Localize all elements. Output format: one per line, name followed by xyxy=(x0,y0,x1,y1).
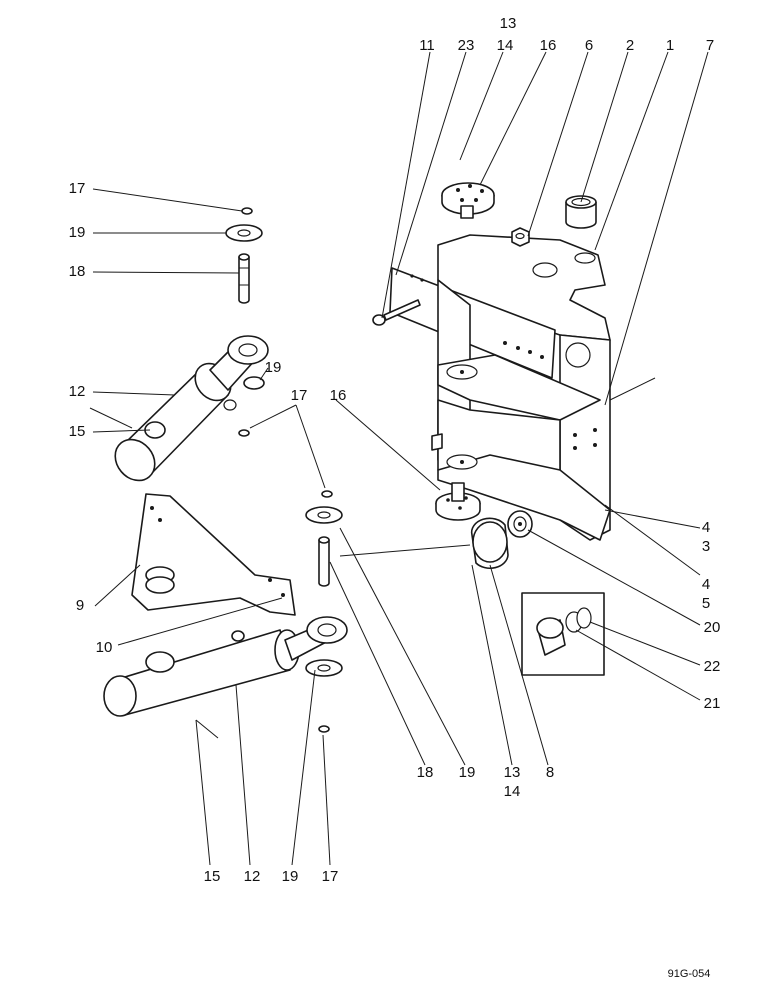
callout-4-b: 4 xyxy=(702,576,710,593)
upper-pivot-pin xyxy=(441,182,495,219)
callout-7: 7 xyxy=(706,37,714,54)
leader-lines xyxy=(89,51,709,866)
callout-14-bottom: 14 xyxy=(504,783,521,800)
nut xyxy=(511,227,530,247)
callout-16-top: 16 xyxy=(540,37,557,54)
callout-19-c: 19 xyxy=(459,764,476,781)
callout-labels: 13 11 23 14 16 6 2 1 7 17 19 18 19 12 17… xyxy=(69,15,721,980)
callout-3: 3 xyxy=(702,538,710,555)
callout-6: 6 xyxy=(585,37,593,54)
callout-9: 9 xyxy=(76,597,84,614)
callout-13-bottom: 13 xyxy=(504,764,521,781)
lower-pivot-pin xyxy=(435,482,481,521)
callout-5: 5 xyxy=(702,595,710,612)
callout-16-mid: 16 xyxy=(330,387,347,404)
callout-11: 11 xyxy=(419,37,435,54)
bolt xyxy=(372,299,421,326)
callout-12-b: 12 xyxy=(244,868,261,885)
bearing xyxy=(507,510,533,538)
upper-cylinder xyxy=(114,335,269,482)
mounting-bracket xyxy=(131,493,296,616)
callout-19-d: 19 xyxy=(282,868,299,885)
cap xyxy=(470,517,509,570)
callout-18-b: 18 xyxy=(417,764,434,781)
callout-22: 22 xyxy=(704,658,721,675)
callout-18-a: 18 xyxy=(69,263,86,280)
callout-13-top: 13 xyxy=(500,15,517,32)
upper-pin-stack xyxy=(225,207,263,304)
callout-17-b: 17 xyxy=(291,387,308,404)
seal-kit xyxy=(521,592,605,676)
callout-4-a: 4 xyxy=(702,519,710,536)
callout-17-c: 17 xyxy=(322,868,339,885)
callout-19-a: 19 xyxy=(69,224,86,241)
callout-2: 2 xyxy=(626,37,634,54)
callout-23: 23 xyxy=(458,37,475,54)
callout-20: 20 xyxy=(704,619,721,636)
lower-cylinder xyxy=(103,616,348,717)
callout-15-a: 15 xyxy=(69,423,86,440)
drawing-code: 91G-054 xyxy=(668,968,711,980)
callout-8: 8 xyxy=(546,764,554,781)
callout-1: 1 xyxy=(666,37,674,54)
callout-12-a: 12 xyxy=(69,383,86,400)
callout-17-a: 17 xyxy=(69,180,86,197)
callout-14-top: 14 xyxy=(497,37,514,54)
callout-15-b: 15 xyxy=(204,868,221,885)
callout-10: 10 xyxy=(96,639,113,656)
callout-21: 21 xyxy=(704,695,721,712)
callout-19-b: 19 xyxy=(265,359,282,376)
axle-frame-assembly xyxy=(389,234,611,541)
